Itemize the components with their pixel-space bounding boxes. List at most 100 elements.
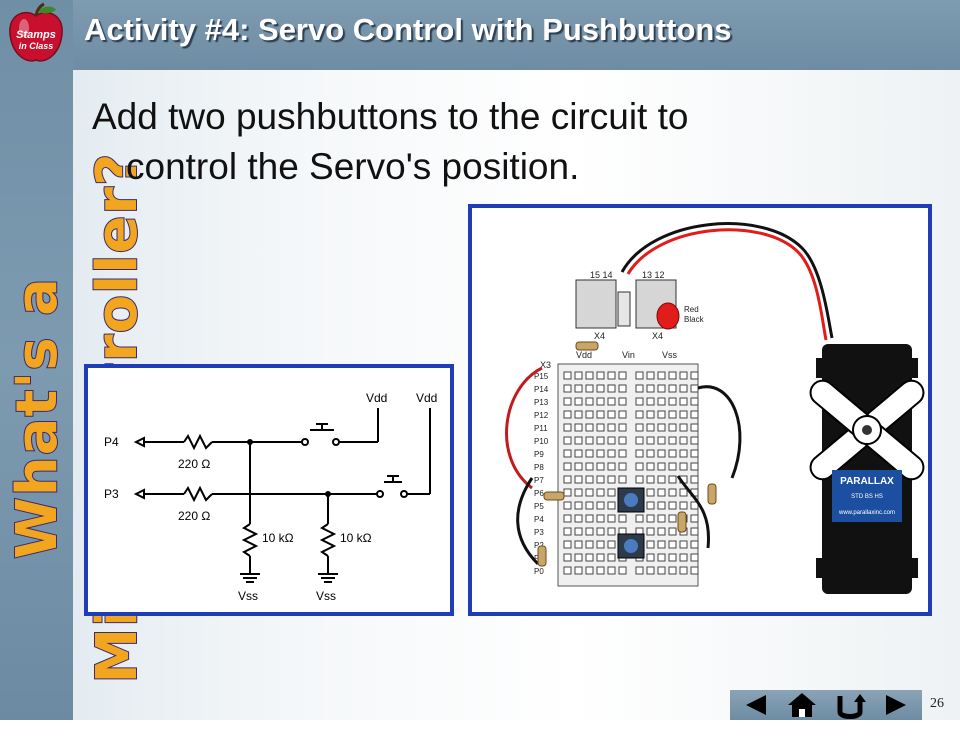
breadboard-hole — [679, 384, 688, 393]
breadboard-hole — [668, 527, 677, 536]
breadboard-hole — [596, 553, 605, 562]
breadboard-hole — [574, 566, 583, 575]
logo-text-stamps: Stamps — [16, 29, 56, 41]
breadboard-hole — [563, 488, 572, 497]
next-slide-button[interactable] — [874, 690, 922, 720]
breadboard-hole — [618, 397, 627, 406]
breadboard-diagram: 15 14 13 12 X4 X4 Red Black Vdd Vin Vss … — [505, 222, 925, 594]
black-label: Black — [684, 315, 705, 324]
breadboard-hole — [618, 384, 627, 393]
pin-label-p13: P13 — [534, 398, 549, 407]
breadboard-hole — [618, 436, 627, 445]
breadboard-hole — [646, 540, 655, 549]
breadboard-hole — [563, 553, 572, 562]
breadboard-hole — [646, 475, 655, 484]
breadboard-hole — [646, 449, 655, 458]
breadboard-hole — [618, 462, 627, 471]
breadboard-hole — [596, 501, 605, 510]
breadboard-hole — [690, 527, 699, 536]
breadboard-hole — [618, 410, 627, 419]
pin-label-p8: P8 — [534, 463, 544, 472]
breadboard-hole — [646, 514, 655, 523]
breadboard-hole — [635, 566, 644, 575]
breadboard-hole — [635, 475, 644, 484]
breadboard-hole — [563, 449, 572, 458]
breadboard-hole — [596, 410, 605, 419]
pin-label-p3: P3 — [534, 528, 544, 537]
breadboard-hole — [635, 514, 644, 523]
breadboard-hole — [596, 514, 605, 523]
breadboard-hole — [679, 410, 688, 419]
breadboard-hole — [690, 540, 699, 549]
breadboard-hole — [690, 449, 699, 458]
breadboard-hole — [635, 436, 644, 445]
breadboard-hole — [596, 566, 605, 575]
breadboard-hole — [585, 410, 594, 419]
breadboard-hole — [668, 449, 677, 458]
breadboard-hole — [635, 462, 644, 471]
breadboard-hole — [646, 436, 655, 445]
bullet-text: Add two pushbuttons to the circuit to co… — [92, 92, 832, 192]
return-button[interactable] — [826, 690, 874, 720]
breadboard-hole — [668, 423, 677, 432]
return-icon — [837, 694, 866, 719]
breadboard-hole — [596, 462, 605, 471]
pin-label-p4: P4 — [534, 515, 544, 524]
breadboard-hole — [607, 475, 616, 484]
red-label: Red — [684, 305, 699, 314]
servo-brand: PARALLAX — [840, 476, 894, 487]
breadboard-hole — [657, 527, 666, 536]
vss-label-1: Vss — [238, 589, 258, 603]
breadboard-hole — [607, 436, 616, 445]
breadboard-hole — [574, 475, 583, 484]
breadboard-hole — [657, 488, 666, 497]
breadboard-hole — [596, 423, 605, 432]
breadboard-hole — [646, 566, 655, 575]
breadboard-hole — [585, 384, 594, 393]
breadboard-hole — [668, 436, 677, 445]
breadboard-hole — [574, 436, 583, 445]
bullet-line-1: Add two pushbuttons to the circuit to — [92, 96, 689, 137]
header-label-left: 15 14 — [590, 270, 613, 280]
breadboard-hole — [596, 449, 605, 458]
pin-label-p7: P7 — [534, 476, 544, 485]
breadboard-hole — [657, 436, 666, 445]
breadboard-hole — [646, 527, 655, 536]
breadboard-hole — [690, 397, 699, 406]
home-button[interactable] — [778, 690, 826, 720]
breadboard-hole — [574, 423, 583, 432]
prev-slide-button[interactable] — [730, 690, 778, 720]
title-bar — [73, 0, 960, 70]
pin-label-p0: P0 — [534, 567, 544, 576]
breadboard-hole — [690, 462, 699, 471]
home-icon — [788, 693, 816, 717]
triangle-right-icon — [886, 695, 906, 715]
breadboard-hole — [607, 449, 616, 458]
breadboard-hole — [574, 462, 583, 471]
breadboard-hole — [690, 553, 699, 562]
breadboard-hole — [563, 423, 572, 432]
breadboard-hole — [657, 423, 666, 432]
breadboard-hole — [679, 371, 688, 380]
p4-label: P4 — [104, 435, 119, 449]
breadboard-hole — [646, 488, 655, 497]
breadboard-hole — [585, 423, 594, 432]
breadboard-hole — [657, 566, 666, 575]
pin-label-p10: P10 — [534, 437, 549, 446]
breadboard-hole — [585, 514, 594, 523]
slide-title: Activity #4: Servo Control with Pushbutt… — [84, 12, 732, 47]
pin-label-p6: P6 — [534, 489, 544, 498]
vdd-rail-label: Vdd — [576, 350, 592, 360]
breadboard-hole — [607, 566, 616, 575]
vdd-label-1: Vdd — [366, 391, 387, 405]
breadboard-hole — [574, 527, 583, 536]
breadboard-hole — [563, 397, 572, 406]
breadboard-hole — [585, 501, 594, 510]
header-label-right: 13 12 — [642, 270, 665, 280]
breadboard-hole — [635, 423, 644, 432]
breadboard-hole — [607, 527, 616, 536]
breadboard-hole — [646, 553, 655, 562]
servo-url: www.parallaxinc.com — [838, 510, 895, 516]
breadboard-hole — [574, 371, 583, 380]
breadboard-hole — [690, 371, 699, 380]
